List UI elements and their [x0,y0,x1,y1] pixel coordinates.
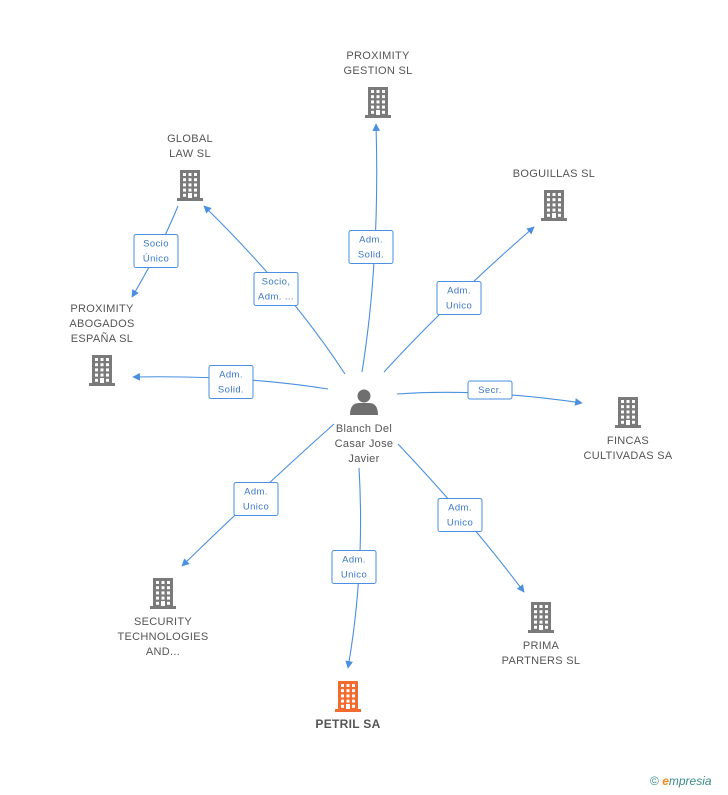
edge-label-text: Solid. [358,250,384,261]
edge-label-person-to-boguillas[interactable]: Adm. Unico [436,281,482,315]
node-proximity-gestion[interactable]: PROXIMITY GESTION SL [343,50,412,118]
node-label-line: PROXIMITY [346,50,410,62]
node-fincas-cultivadas[interactable]: FINCAS CULTIVADAS SA [583,397,673,462]
edge-label-text: Unico [243,502,269,513]
edge-label-text: Adm. [359,235,383,246]
edge-label-box [436,281,482,315]
node-label-line: Casar Jose [335,438,394,450]
company-name-label: SECURITY TECHNOLOGIES AND... [117,616,208,658]
node-global-law[interactable]: GLOBAL LAW SL [167,133,213,201]
node-label-line: GLOBAL [167,133,213,145]
edge-labels-layer: Adm.Solid.Socio,Adm. ...SocioÚnicoAdm.Un… [133,230,513,584]
edge-label-text: Único [143,254,169,265]
node-label-line: FINCAS [607,435,649,447]
edge-label-text: Adm. [244,487,268,498]
edge-label-text: Adm. [447,286,471,297]
footer-brand[interactable]: © empresia [650,774,712,788]
edge-label-text: Secr. [478,385,502,396]
company-name-label: PRIMA PARTNERS SL [502,640,581,667]
edge-label-box [331,550,377,584]
company-name-label: FINCAS CULTIVADAS SA [583,435,672,462]
edge-label-text: Unico [446,301,472,312]
edge-label-box [133,234,179,268]
edge-label-box [253,272,299,306]
node-label-line: Javier [348,453,379,465]
edge-label-text: Socio, [262,277,291,288]
edge-label-box [467,380,513,400]
building-icon [365,87,391,118]
edge-label-text: Adm. [219,370,243,381]
node-label-line: ESPAÑA SL [71,332,133,345]
building-icon [177,170,203,201]
building-icon [615,397,641,428]
edge-label-text: Unico [447,518,473,529]
company-name-label: PROXIMITY ABOGADOS ESPAÑA SL [69,303,134,345]
node-boguillas[interactable]: BOGUILLAS SL [513,168,595,221]
edge-label-text: Adm. ... [258,292,294,303]
building-icon [528,602,554,633]
node-label-line: PRIMA [523,640,560,652]
node-label-line: AND... [146,646,180,658]
node-label-line: BOGUILLAS SL [513,168,595,180]
node-label-line: ABOGADOS [69,318,134,330]
node-label-line: Blanch Del [336,423,392,435]
edge-label-person-to-prima-partners[interactable]: Adm. Unico [437,498,483,532]
edge-label-text: Adm. [448,503,472,514]
node-label-line: PROXIMITY [70,303,134,315]
building-icon [335,681,361,712]
edge-label-box [233,482,279,516]
node-security-technologies[interactable]: SECURITY TECHNOLOGIES AND... [117,578,208,658]
edge-label-person-to-global-law[interactable]: Socio, Adm. ... [253,272,299,306]
edge-label-box [437,498,483,532]
node-prima-partners[interactable]: PRIMA PARTNERS SL [502,602,581,667]
node-label-line: PETRIL SA [315,717,380,731]
node-petril[interactable]: PETRIL SA [315,681,380,731]
node-label-line: SECURITY [134,616,192,628]
company-name-label: PETRIL SA [315,717,380,731]
node-label-line: PARTNERS SL [502,655,581,667]
node-proximity-abogados[interactable]: PROXIMITY ABOGADOS ESPAÑA SL [69,303,134,386]
copyright-symbol: © [650,774,659,788]
node-label-line: GESTION SL [343,65,412,77]
edges-layer [131,123,583,669]
edge-label-person-to-proximity-gestion[interactable]: Adm. Solid. [348,230,394,264]
building-icon [150,578,176,609]
node-label-line: TECHNOLOGIES [117,631,208,643]
company-name-label: BOGUILLAS SL [513,168,595,180]
person-icon [350,389,378,415]
edge-label-person-to-fincas-cultivadas[interactable]: Secr. [467,380,513,400]
company-name-label: PROXIMITY GESTION SL [343,50,412,77]
edge-label-text: Solid. [218,385,244,396]
node-label-line: LAW SL [169,148,211,160]
company-name-label: GLOBAL LAW SL [167,133,213,160]
building-icon [89,355,115,386]
edge-label-text: Unico [341,570,367,581]
brand-logo-e: e [662,774,669,788]
edge-label-text: Socio [143,239,169,250]
building-icon [541,190,567,221]
edge-label-box [348,230,394,264]
edge-label-text: Adm. [342,555,366,566]
brand-logo-text: mpresia [668,774,712,788]
edge-label-person-to-security-technologies[interactable]: Adm. Unico [233,482,279,516]
edge-label-person-to-proximity-abogados[interactable]: Adm. Solid. [208,365,254,399]
edge-label-box [208,365,254,399]
node-label-line: CULTIVADAS SA [583,450,672,462]
edge-label-person-to-petril[interactable]: Adm. Unico [331,550,377,584]
